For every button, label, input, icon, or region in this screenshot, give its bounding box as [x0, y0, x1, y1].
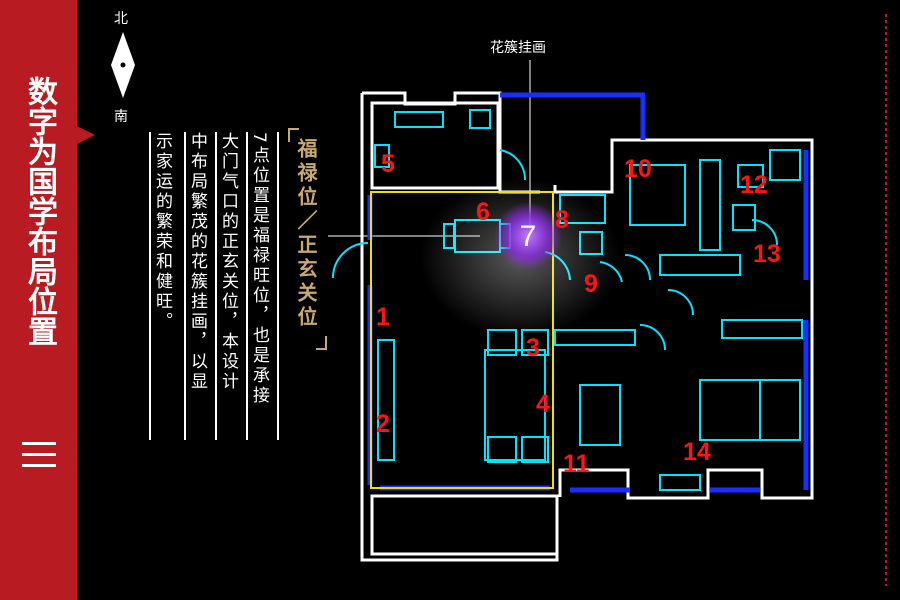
column-divider — [215, 132, 217, 440]
column-divider — [184, 132, 186, 440]
description-column-4: 示家运的繁荣和健旺。 — [152, 132, 172, 332]
sidebar: 数字为国学布局位置 — [0, 0, 77, 600]
marker-10: 10 — [624, 155, 652, 183]
decorative-divider — [885, 14, 887, 586]
sidebar-arrow-icon — [77, 126, 95, 144]
compass: 北 南 — [105, 8, 141, 125]
outer-walls — [360, 91, 814, 562]
marker-14: 14 — [683, 438, 711, 466]
blue-walls — [367, 92, 809, 493]
marker-11: 11 — [563, 450, 590, 478]
compass-south-label: 南 — [114, 109, 128, 125]
marker-9: 9 — [584, 270, 598, 298]
description-column-2: 大门气口的正玄关位，本设计 — [218, 132, 238, 392]
highlight-circle — [494, 202, 562, 270]
compass-north-label: 北 — [114, 11, 128, 27]
description-column-1: 7点位置是福禄旺位，也是承接 — [249, 132, 269, 406]
column-divider — [149, 132, 151, 440]
column-divider — [246, 132, 248, 440]
sidebar-numeral-icon — [22, 442, 56, 475]
callout-label: 花簇挂画 — [490, 40, 546, 56]
living-room — [370, 191, 554, 489]
column-divider — [277, 132, 279, 440]
furniture — [332, 109, 803, 491]
marker-13: 13 — [753, 240, 781, 268]
highlight-number: 7 — [520, 220, 537, 253]
marker-5: 5 — [381, 150, 395, 178]
highlight-glow — [420, 178, 620, 338]
marker-2: 2 — [376, 410, 390, 438]
marker-6: 6 — [476, 198, 490, 226]
heading: 福禄位／正玄关位 — [294, 138, 318, 330]
marker-1: 1 — [376, 303, 390, 331]
compass-needle-icon — [111, 32, 135, 98]
description-column-3: 中布局繁茂的花簇挂画，以显 — [187, 132, 207, 392]
sidebar-title: 数字为国学布局位置 — [22, 76, 57, 346]
marker-12: 12 — [740, 171, 768, 199]
marker-8: 8 — [555, 206, 569, 234]
heading-bracket-top — [288, 128, 299, 142]
marker-4: 4 — [536, 390, 550, 418]
heading-bracket-bottom — [316, 336, 327, 350]
marker-3: 3 — [526, 334, 540, 362]
